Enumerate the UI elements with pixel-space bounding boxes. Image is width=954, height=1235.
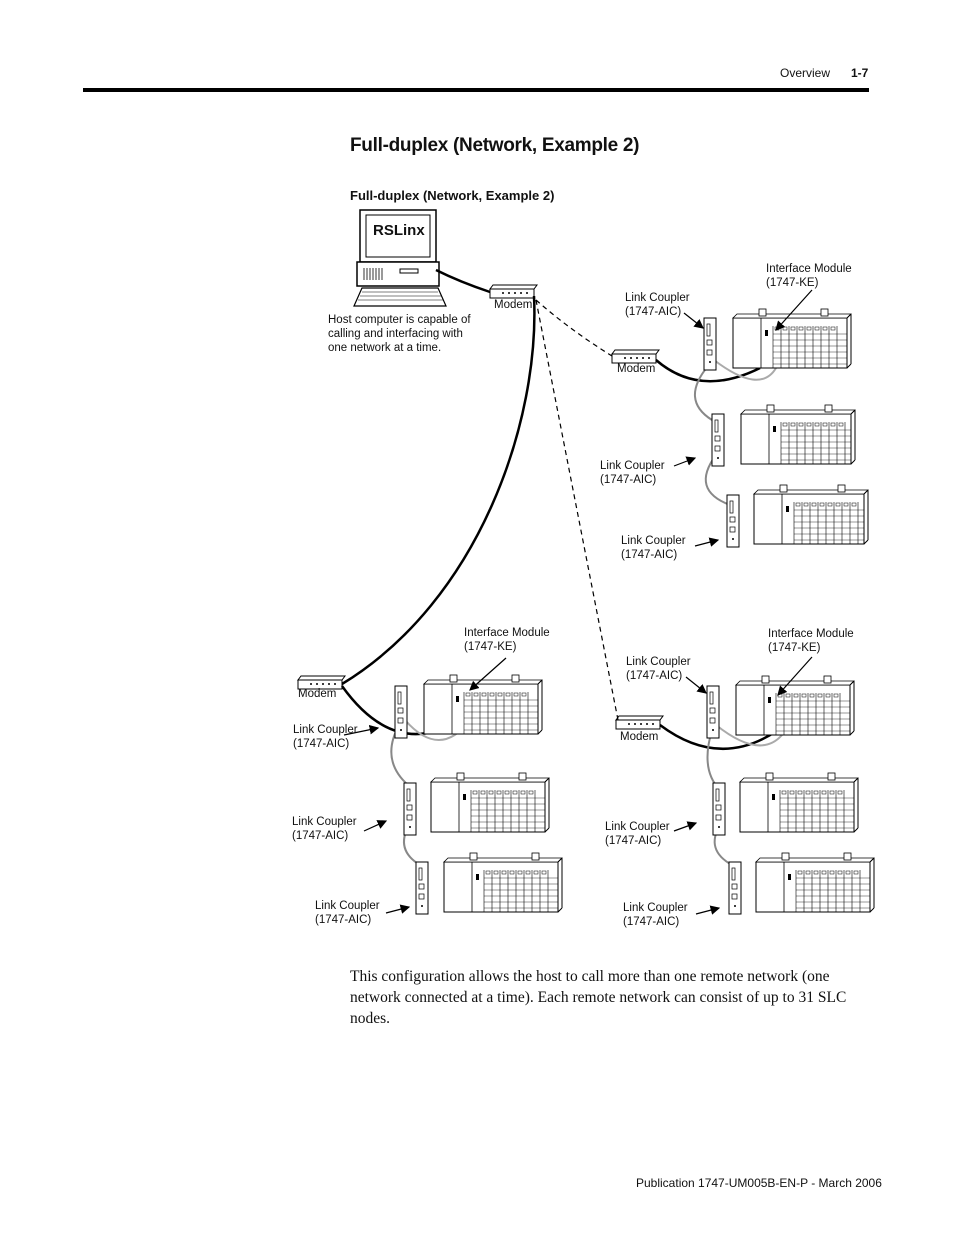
- link-coupler-line: Link Coupler: [315, 900, 380, 912]
- slc-chassis-icon: [739, 772, 859, 833]
- link-coupler-icon: [726, 494, 740, 548]
- link-coupler-line: (1747-AIC): [625, 306, 682, 318]
- modem-icon: [489, 284, 538, 299]
- link-coupler-icon: [712, 782, 726, 836]
- link-coupler-icon: [394, 685, 408, 739]
- link-coupler-label: Link Coupler (1747-AIC): [293, 723, 358, 751]
- interface-module-line: Interface Module: [768, 628, 854, 640]
- interface-module-label: Interface Module (1747-KE): [766, 262, 852, 290]
- link-coupler-line: (1747-AIC): [292, 830, 349, 842]
- link-coupler-icon: [711, 413, 725, 467]
- host-caption-line: Host computer is capable of: [328, 314, 471, 326]
- link-coupler-line: Link Coupler: [293, 724, 358, 736]
- link-coupler-line: Link Coupler: [600, 460, 665, 472]
- link-coupler-line: Link Coupler: [623, 902, 688, 914]
- link-coupler-label: Link Coupler (1747-AIC): [600, 459, 665, 487]
- link-coupler-label: Link Coupler (1747-AIC): [621, 534, 686, 562]
- link-coupler-line: (1747-AIC): [315, 914, 372, 926]
- interface-module-line: Interface Module: [766, 263, 852, 275]
- link-coupler-icon: [728, 861, 742, 915]
- interface-module-line: (1747-KE): [768, 642, 821, 654]
- link-coupler-label: Link Coupler (1747-AIC): [623, 901, 688, 929]
- link-coupler-line: (1747-AIC): [293, 738, 350, 750]
- link-coupler-line: (1747-AIC): [600, 474, 657, 486]
- slc-chassis-icon: [740, 404, 856, 465]
- link-coupler-line: (1747-AIC): [626, 670, 683, 682]
- link-coupler-icon: [403, 782, 417, 836]
- modem-icon: [297, 675, 346, 690]
- host-screen-label: RSLinx: [373, 222, 425, 239]
- link-coupler-line: Link Coupler: [292, 816, 357, 828]
- link-coupler-label: Link Coupler (1747-AIC): [626, 655, 691, 683]
- link-coupler-label: Link Coupler (1747-AIC): [292, 815, 357, 843]
- slc-chassis-icon: [430, 772, 550, 833]
- link-coupler-line: Link Coupler: [626, 656, 691, 668]
- host-computer: [353, 209, 447, 307]
- link-coupler-icon: [706, 685, 720, 739]
- link-coupler-label: Link Coupler (1747-AIC): [625, 291, 690, 319]
- link-coupler-line: (1747-AIC): [623, 916, 680, 928]
- slc-chassis-icon: [443, 852, 563, 913]
- slc-chassis-icon: [735, 675, 855, 736]
- link-coupler-label: Link Coupler (1747-AIC): [605, 820, 670, 848]
- body-paragraph: This configuration allows the host to ca…: [350, 968, 847, 1027]
- header-section: Overview: [780, 66, 831, 80]
- link-coupler-icon: [703, 317, 717, 371]
- modem-icon: [611, 349, 660, 364]
- figure-title: Full-duplex (Network, Example 2): [350, 188, 555, 203]
- modem-icon: [615, 715, 664, 730]
- link-coupler-label: Link Coupler (1747-AIC): [315, 899, 380, 927]
- slc-chassis-icon: [732, 308, 852, 369]
- link-coupler-icon: [415, 861, 429, 915]
- modem-label: Modem: [620, 731, 659, 743]
- modem-label: Modem: [617, 363, 656, 375]
- host-caption-line: one network at a time.: [328, 342, 442, 354]
- link-coupler-line: Link Coupler: [621, 535, 686, 547]
- link-coupler-line: (1747-AIC): [605, 835, 662, 847]
- header-page-number: 1-7: [851, 66, 869, 80]
- host-caption: Host computer is capable of calling and …: [328, 313, 471, 355]
- link-coupler-line: Link Coupler: [625, 292, 690, 304]
- interface-module-line: Interface Module: [464, 627, 550, 639]
- interface-module-label: Interface Module (1747-KE): [768, 627, 854, 655]
- slc-chassis-icon: [423, 674, 543, 735]
- section-title: Full-duplex (Network, Example 2): [350, 135, 640, 156]
- slc-chassis-icon: [755, 852, 875, 913]
- link-coupler-line: (1747-AIC): [621, 549, 678, 561]
- modem-label: Modem: [494, 299, 533, 311]
- slc-chassis-icon: [753, 484, 869, 545]
- header-rule: [83, 88, 869, 92]
- interface-module-line: (1747-KE): [464, 641, 517, 653]
- interface-module-line: (1747-KE): [766, 277, 819, 289]
- modem-label: Modem: [298, 688, 337, 700]
- link-coupler-line: Link Coupler: [605, 821, 670, 833]
- host-caption-line: calling and interfacing with: [328, 328, 463, 340]
- interface-module-label: Interface Module (1747-KE): [464, 626, 550, 654]
- publication-footer: Publication 1747-UM005B-EN-P - March 200…: [636, 1176, 882, 1190]
